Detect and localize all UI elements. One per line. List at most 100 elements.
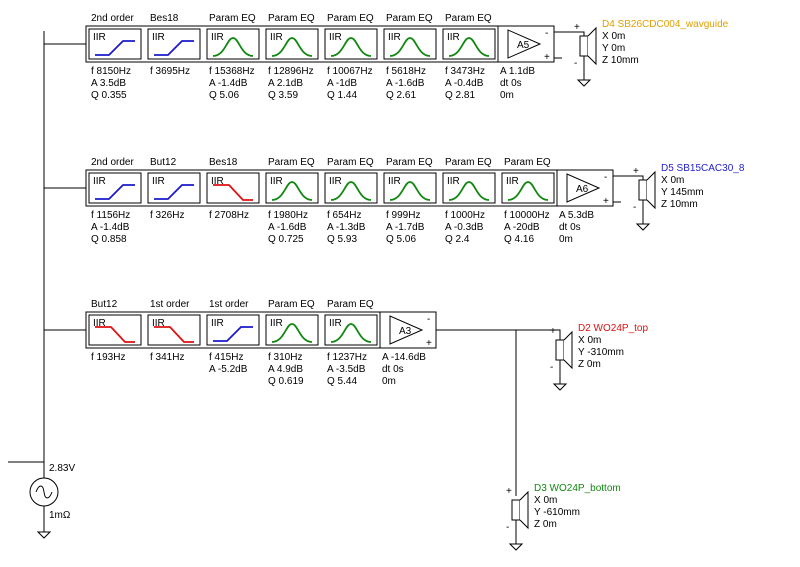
filter-param: A -1.4dB — [91, 222, 130, 233]
driver-param: Y -610mm — [534, 507, 580, 518]
filter-param: f 3473Hz — [445, 66, 485, 77]
filter-param: f 341Hz — [150, 352, 184, 363]
amplifier-label: A6 — [576, 184, 589, 195]
filter-title: Param EQ — [327, 299, 374, 310]
driver-param: Z 0m — [534, 519, 557, 530]
lowpass-response-icon — [154, 326, 194, 343]
speaker-magnet — [555, 339, 565, 361]
filter-block-frame — [383, 28, 437, 60]
filter-block-frame — [383, 172, 437, 204]
filter-param: A -3.5dB — [327, 364, 366, 375]
driver-param: X 0m — [578, 335, 601, 346]
lowpass-response-icon — [95, 326, 135, 343]
ground-icon — [552, 383, 568, 391]
highpass-response-icon — [213, 326, 253, 342]
driver-param: Z 10mm — [602, 55, 639, 66]
driver-name: D2 WO24P_top — [578, 323, 648, 334]
filter-param: f 10067Hz — [327, 66, 373, 77]
filter-kind: IIR — [329, 318, 342, 329]
filter-kind: IIR — [506, 176, 519, 187]
amplifier-param: A 5.3dB — [559, 210, 594, 221]
filter-param: f 12896Hz — [268, 66, 314, 77]
filter-param: Q 5.44 — [327, 376, 357, 387]
peak-response-icon — [271, 323, 313, 343]
speaker-cone-icon — [646, 170, 656, 210]
amplifier-param: 0m — [382, 376, 396, 387]
filter-title: Param EQ — [268, 157, 315, 168]
filter-title: 2nd order — [91, 13, 134, 24]
speaker-magnet — [638, 179, 648, 201]
output-wire — [436, 329, 517, 496]
filter-param: Q 3.59 — [268, 90, 298, 101]
filter-kind: IIR — [93, 176, 106, 187]
plus-terminal: + — [574, 22, 580, 33]
ground-icon — [635, 223, 651, 231]
highpass-response-icon — [95, 40, 135, 56]
amp-minus: - — [427, 314, 430, 325]
peak-response-icon — [330, 181, 372, 201]
speaker-cone-icon — [563, 330, 573, 370]
filter-block-frame — [324, 314, 378, 346]
filter-kind: IIR — [93, 32, 106, 43]
driver-param: X 0m — [602, 31, 625, 42]
filter-block-frame — [265, 172, 319, 204]
ground-icon — [508, 543, 524, 551]
filter-param: A -1dB — [327, 78, 357, 89]
filter-param: f 326Hz — [150, 210, 184, 221]
filter-block-frame — [206, 314, 260, 346]
filter-kind: IIR — [152, 318, 165, 329]
filter-param: Q 0.619 — [268, 376, 304, 387]
amplifier-label: A3 — [399, 326, 412, 337]
filter-title: Param EQ — [445, 13, 492, 24]
filter-title: But12 — [91, 299, 118, 310]
filter-param: f 310Hz — [268, 352, 302, 363]
driver-name: D5 SB15CAC30_8 — [661, 163, 745, 174]
filter-title: Param EQ — [268, 299, 315, 310]
filter-param: Q 5.06 — [209, 90, 239, 101]
filter-param: f 2708Hz — [209, 210, 249, 221]
filter-title: Param EQ — [327, 157, 374, 168]
highpass-response-icon — [95, 184, 135, 200]
filter-block-frame — [442, 28, 496, 60]
filter-title: 1st order — [150, 299, 190, 310]
amplifier-param: A 1.1dB — [500, 66, 535, 77]
filter-param: A -0.3dB — [445, 222, 484, 233]
filter-block-frame — [265, 28, 319, 60]
filter-kind: IIR — [270, 176, 283, 187]
amplifier-param: dt 0s — [559, 222, 581, 233]
filter-block-frame — [265, 314, 319, 346]
filter-kind: IIR — [329, 176, 342, 187]
speaker-magnet — [579, 35, 589, 57]
filter-param: f 1156Hz — [91, 210, 130, 221]
